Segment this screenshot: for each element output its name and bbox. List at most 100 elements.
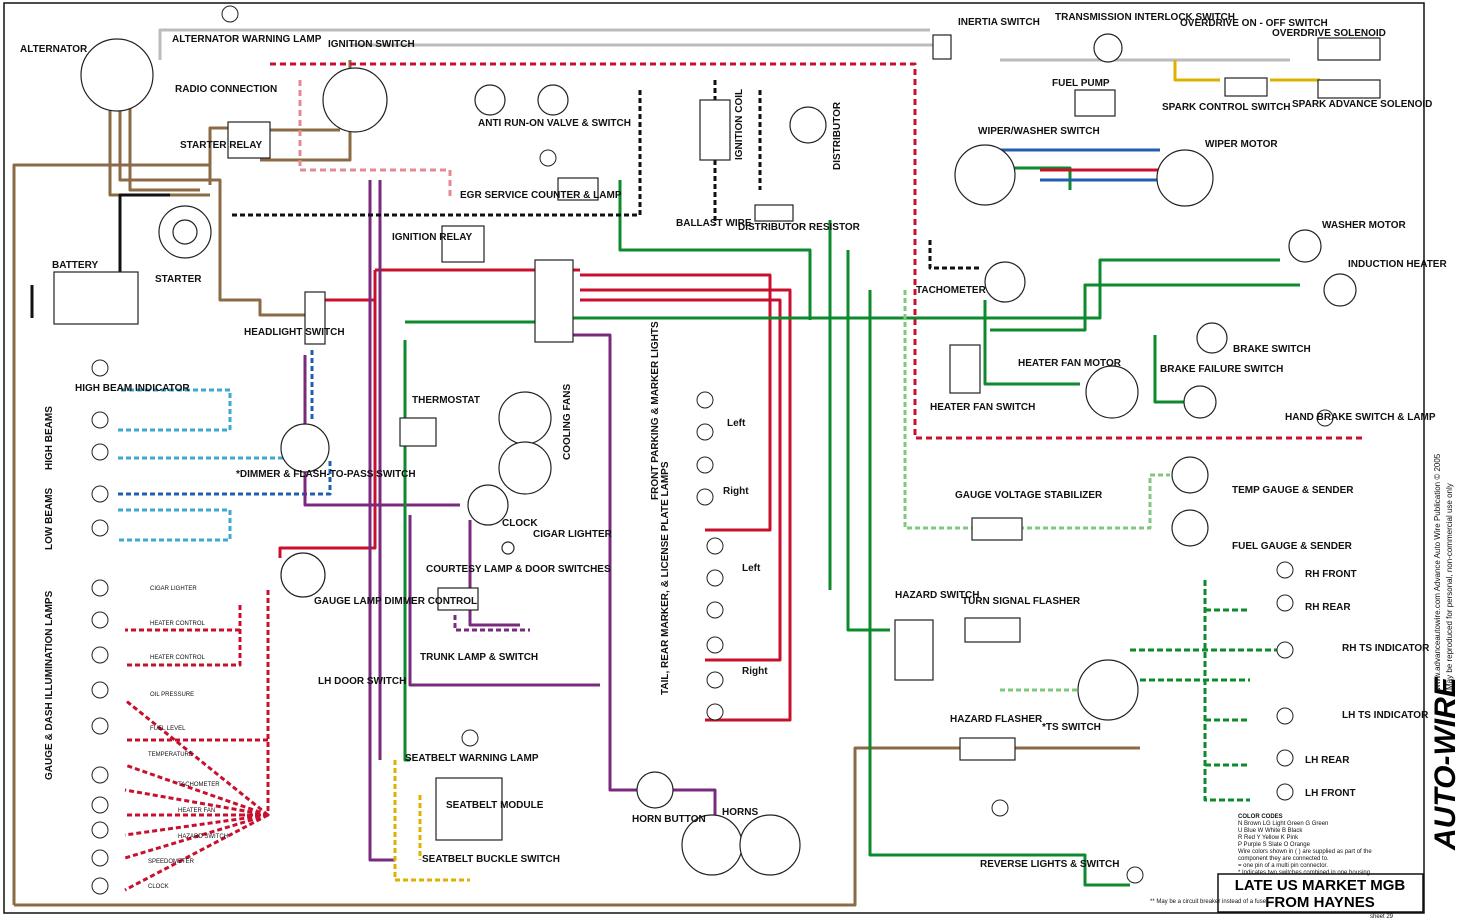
label-lh-rear: LH REAR	[1305, 755, 1350, 766]
lamp-caption-7: HEATER FAN	[178, 808, 215, 814]
legend-row-4: Wire colors shown in ( ) are supplied as…	[1238, 849, 1372, 855]
lamp-caption-4: FUEL LEVEL	[150, 726, 186, 732]
label-ignition-switch: IGNITION SWITCH	[328, 39, 415, 50]
wire-black-dashed-tach	[928, 240, 980, 270]
label-egr: EGR SERVICE COUNTER & LAMP	[460, 190, 622, 201]
label-anti-runon: ANTI RUN-ON VALVE & SWITCH	[478, 118, 631, 129]
brake-failure-symbol	[1183, 385, 1217, 419]
spark-advance-symbol	[1317, 79, 1381, 99]
label-heater-fan-motor: HEATER FAN MOTOR	[1018, 358, 1122, 369]
title-line-1: LATE US MARKET MGB	[1235, 877, 1406, 894]
fuel-gauge-symbol	[1171, 509, 1209, 547]
bulb-gauge-2	[91, 611, 109, 629]
label-front-right: Right	[723, 486, 749, 497]
wire-blue-beams	[118, 350, 332, 496]
brand-logo: AUTO-WIRE	[1429, 676, 1462, 851]
label-distributor: DISTRIBUTOR	[832, 101, 843, 170]
title-line-2: FROM HAYNES	[1265, 894, 1374, 911]
diagram-frame	[3, 2, 1425, 914]
battery-symbol	[53, 271, 139, 325]
label-front-parking: FRONT PARKING & MARKER LIGHTS	[650, 321, 661, 500]
label-inertia: INERTIA SWITCH	[958, 17, 1040, 28]
alternator-symbol	[80, 38, 154, 112]
bulb-tail-4	[706, 636, 724, 654]
bulb-gauge-8	[91, 821, 109, 839]
bulb-low-beam-1	[91, 485, 109, 503]
side-note-1: www.advanceautowire.com Advance Auto Wir…	[1433, 453, 1442, 691]
brake-switch-symbol	[1196, 322, 1228, 354]
temp-gauge-symbol	[1171, 456, 1209, 494]
label-trans-interlock: TRANSMISSION INTERLOCK SWITCH	[1055, 12, 1235, 23]
bulb-rh-front	[1276, 561, 1294, 579]
bulb-gauge-6	[91, 766, 109, 784]
label-tail-rear: TAIL, REAR MARKER, & LICENSE PLATE LAMPS	[660, 461, 671, 695]
fuse-block-symbol	[534, 259, 574, 343]
bulb-reverse-2	[1126, 866, 1144, 884]
label-hand-brake: HAND BRAKE SWITCH & LAMP	[1285, 412, 1436, 423]
bulb-gauge-3	[91, 646, 109, 664]
distributor-symbol	[789, 106, 827, 144]
bulb-high-beam-2	[91, 443, 109, 461]
wire-purple-dashed	[453, 615, 530, 632]
bulb-tail-1	[706, 537, 724, 555]
label-trunk: TRUNK LAMP & SWITCH	[420, 652, 538, 663]
distributor-resistor-symbol	[754, 204, 794, 222]
lamp-caption-9: SPEEDOMETER	[148, 859, 195, 865]
horn-2-symbol	[739, 814, 801, 876]
label-tail-left: Left	[742, 563, 761, 574]
label-starter-relay: STARTER RELAY	[180, 140, 263, 151]
legend-row-5: component they are connected to.	[1238, 856, 1329, 862]
bulb-gauge-7	[91, 796, 109, 814]
label-cooling-fans: COOLING FANS	[562, 384, 573, 460]
headlight-switch-symbol	[304, 291, 326, 345]
legend-heading: COLOR CODES	[1238, 814, 1283, 820]
trans-interlock-symbol	[1093, 33, 1123, 63]
lamp-caption-0: CIGAR LIGHTER	[150, 586, 197, 592]
bulb-lh-rear	[1276, 749, 1294, 767]
lamp-caption-8: HAZARD SWITCH	[178, 834, 228, 840]
label-high-beams: HIGH BEAMS	[44, 406, 55, 470]
label-horns: HORNS	[722, 807, 758, 818]
wire-white-top	[158, 28, 1290, 62]
bulb-front-1	[696, 391, 714, 409]
label-tachometer: TACHOMETER	[916, 285, 987, 296]
label-reverse: REVERSE LIGHTS & SWITCH	[980, 859, 1119, 870]
label-headlight-switch: HEADLIGHT SWITCH	[244, 327, 345, 338]
bulb-high-beam-1	[91, 411, 109, 429]
title-box	[1217, 873, 1424, 913]
bulb-gauge-10	[91, 877, 109, 895]
heater-fan-switch-symbol	[949, 344, 981, 394]
dimmer-switch-symbol	[280, 423, 330, 473]
bulb-tail-5	[706, 671, 724, 689]
induction-heater-symbol	[1323, 273, 1357, 307]
egr-counter-symbol	[557, 177, 599, 201]
label-ts-switch: *TS SWITCH	[1042, 722, 1101, 733]
od-solenoid-symbol	[1317, 37, 1381, 61]
label-lh-front: LH FRONT	[1305, 788, 1356, 799]
starter-relay-symbol	[227, 121, 271, 159]
bulb-front-3	[696, 456, 714, 474]
wire-purple	[303, 180, 717, 862]
label-battery: BATTERY	[52, 260, 98, 271]
bulb-hand-brake	[1316, 409, 1334, 427]
bulb-tail-2	[706, 569, 724, 587]
turn-flasher-symbol	[964, 617, 1021, 643]
lamp-caption-5: TEMPERATURE	[148, 752, 193, 758]
hazard-flasher-symbol	[959, 737, 1016, 761]
gauge-lamp-captions: CIGAR LIGHTER HEATER CONTROL HEATER CONT…	[148, 586, 228, 890]
wire-red-dashed-gauge	[124, 590, 270, 892]
bulb-reverse	[991, 799, 1009, 817]
label-spark-control: SPARK CONTROL SWITCH	[1162, 102, 1291, 113]
anti-runon-valve-symbol	[474, 84, 506, 116]
wiper-switch-symbol	[954, 144, 1016, 206]
cooling-fan-1-symbol	[498, 391, 552, 445]
side-note-2: May be reproduced for personal, non-comm…	[1445, 483, 1454, 690]
label-dimmer: *DIMMER & FLASH-TO-PASS SWITCH	[236, 469, 416, 480]
legend-row-1: U Blue W White B Black	[1238, 828, 1303, 834]
bulb-front-4	[696, 488, 714, 506]
label-high-beam-ind: HIGH BEAM INDICATOR	[75, 383, 190, 394]
bulb-lh-ts	[1276, 707, 1294, 725]
label-lh-ts: LH TS INDICATOR	[1342, 710, 1429, 721]
lamp-caption-1: HEATER CONTROL	[150, 621, 206, 627]
label-wiper-switch: WIPER/WASHER SWITCH	[978, 126, 1100, 137]
